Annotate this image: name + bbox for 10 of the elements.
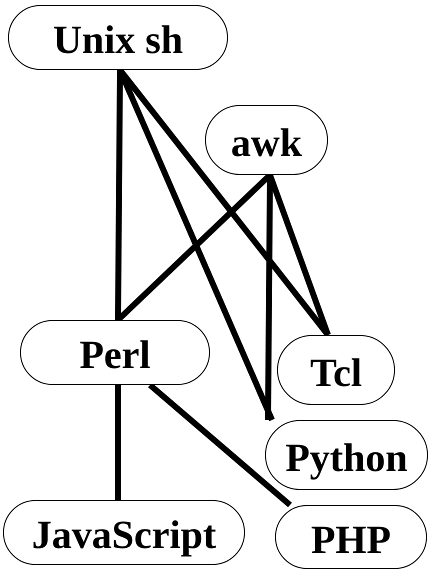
language-node: JavaScript [3,500,245,565]
language-node: Python [265,420,428,490]
connector-line [115,70,123,320]
language-node: awk [205,105,328,175]
language-node: Unix sh [8,5,228,70]
language-node: Perl [20,320,210,385]
language-node: Tcl [277,335,395,405]
language-node: PHP [275,505,427,569]
connector-line [115,385,121,500]
connector-line [148,382,292,508]
